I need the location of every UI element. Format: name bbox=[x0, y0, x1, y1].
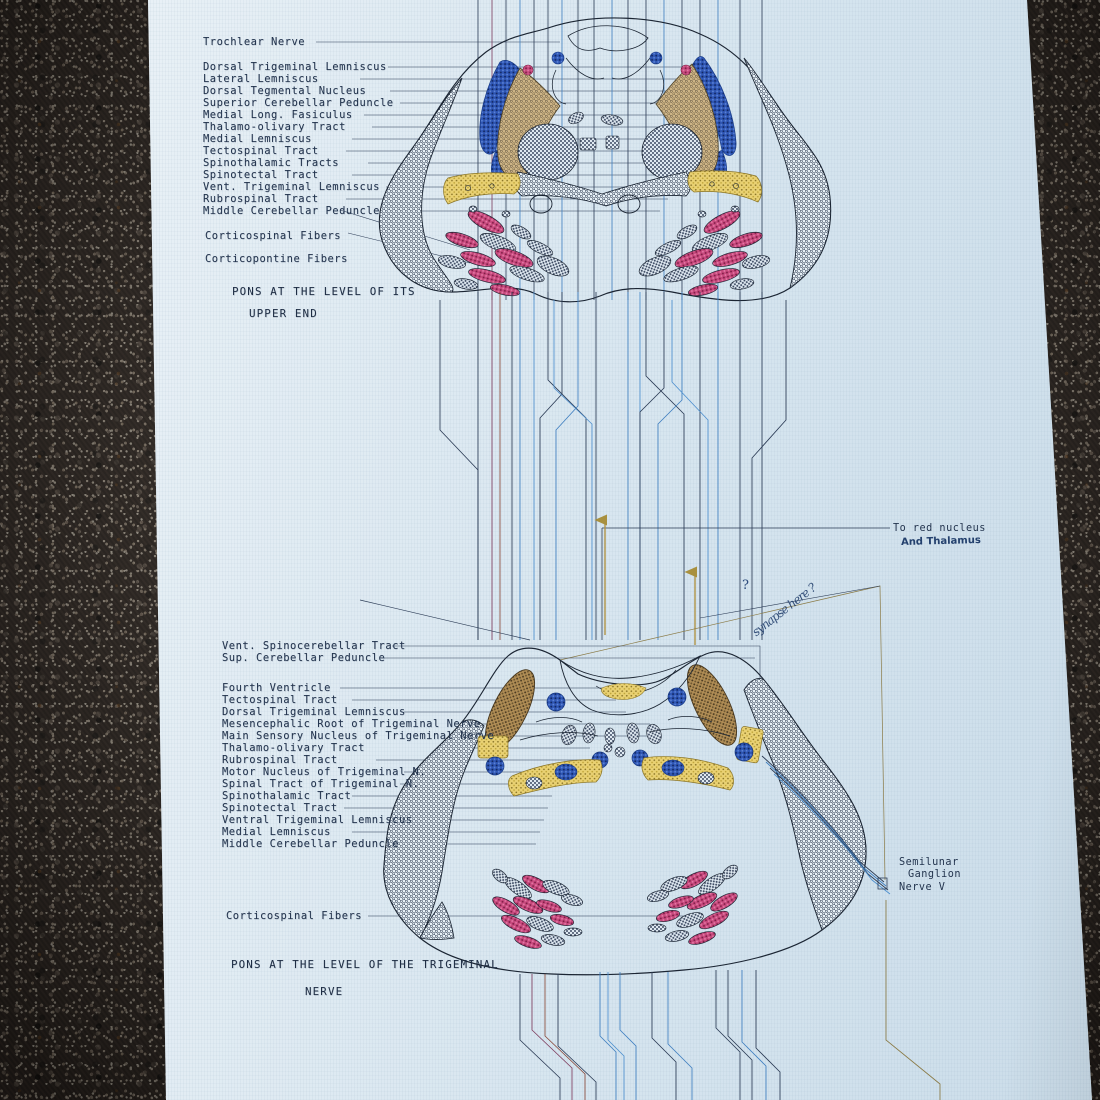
label-ganglion: Ganglion bbox=[908, 869, 962, 880]
label-spinal-tract-trigeminal: Spinal Tract of Trigeminal N. bbox=[222, 778, 420, 790]
label-corticospinal-fibers-upper: Corticospinal Fibers bbox=[205, 230, 342, 242]
label-motor-nucleus-trigeminal: Motor Nucleus of Trigeminal N. bbox=[222, 766, 427, 778]
label-to-red-nucleus: To red nucleus bbox=[893, 523, 986, 534]
handwritten-question-mark: ? bbox=[742, 578, 749, 593]
upper-caption-line1: PONS AT THE LEVEL OF ITS bbox=[232, 285, 416, 298]
label-tectospinal-tract: Tectospinal Tract bbox=[203, 145, 319, 157]
label-dorsal-tegmental-nucleus: Dorsal Tegmental Nucleus bbox=[203, 85, 367, 97]
label-trochlear-nerve: Trochlear Nerve bbox=[203, 36, 306, 48]
label-medial-long-fasiculus: Medial Long. Fasiculus bbox=[203, 109, 353, 121]
lower-pons-section bbox=[383, 647, 891, 976]
label-thalamo-olivary-tract-lower: Thalamo-olivary Tract bbox=[222, 742, 365, 754]
label-dorsal-trigeminal-lemniscus: Dorsal Trigeminal Lemniscus bbox=[203, 61, 387, 73]
label-rubrospinal-tract-lower: Rubrospinal Tract bbox=[222, 754, 338, 766]
label-middle-cerebellar-peduncle-lower: Middle Cerebellar Peduncle bbox=[222, 838, 399, 850]
label-mesencephalic-root: Mesencephalic Root of Trigeminal Nerve bbox=[222, 718, 481, 730]
label-ventral-trigeminal-lemniscus: Ventral Trigeminal Lemniscus bbox=[222, 814, 413, 826]
label-corticopontine-fibers: Corticopontine Fibers bbox=[205, 253, 348, 265]
label-spinothalamic-tract-lower: Spinothalamic Tract bbox=[222, 790, 352, 802]
label-nerve-v: Nerve V bbox=[899, 882, 946, 893]
label-sup-cerebellar-peduncle: Sup. Cerebellar Peduncle bbox=[222, 652, 386, 664]
label-lateral-lemniscus: Lateral Lemniscus bbox=[203, 73, 319, 85]
label-thalamo-olivary-tract: Thalamo-olivary Tract bbox=[203, 121, 346, 133]
handwritten-and-thalamus: And Thalamus bbox=[900, 534, 981, 549]
red-nucleus-pointer bbox=[594, 514, 890, 645]
lower-caption-line1: PONS AT THE LEVEL OF THE TRIGEMINAL bbox=[231, 958, 499, 971]
lower-caption-line2: NERVE bbox=[305, 985, 344, 998]
upper-pons-section bbox=[378, 17, 832, 303]
label-spinotectal-tract-lower: Spinotectal Tract bbox=[222, 802, 338, 814]
label-medial-lemniscus: Medial Lemniscus bbox=[203, 133, 312, 145]
middle-tract-lines bbox=[359, 292, 787, 641]
label-corticospinal-fibers-lower: Corticospinal Fibers bbox=[226, 910, 363, 922]
label-tectospinal-tract-lower: Tectospinal Tract bbox=[222, 694, 338, 706]
label-spinothalamic-tracts: Spinothalamic Tracts bbox=[203, 157, 340, 169]
label-dorsal-trigeminal-lemniscus-lower: Dorsal Trigeminal Lemniscus bbox=[222, 706, 406, 718]
label-fourth-ventricle: Fourth Ventricle bbox=[222, 682, 331, 694]
label-spinotectal-tract: Spinotectal Tract bbox=[203, 169, 319, 181]
bottom-tract-lines bbox=[519, 900, 941, 1100]
label-superior-cerebellar-peduncle: Superior Cerebellar Peduncle bbox=[203, 97, 394, 109]
label-rubrospinal-tract: Rubrospinal Tract bbox=[203, 193, 319, 205]
label-vent-trigeminal-lemniscus: Vent. Trigeminal Lemniscus bbox=[203, 181, 380, 193]
upper-caption-line2: UPPER END bbox=[249, 307, 318, 320]
label-middle-cerebellar-peduncle: Middle Cerebellar Peduncle bbox=[203, 205, 380, 217]
label-semilunar: Semilunar bbox=[899, 857, 959, 868]
label-medial-lemniscus-lower: Medial Lemniscus bbox=[222, 826, 331, 838]
label-vent-spinocerebellar-tract: Vent. Spinocerebellar Tract bbox=[222, 640, 406, 652]
label-main-sensory-nucleus: Main Sensory Nucleus of Trigeminal Nerve bbox=[222, 730, 495, 742]
